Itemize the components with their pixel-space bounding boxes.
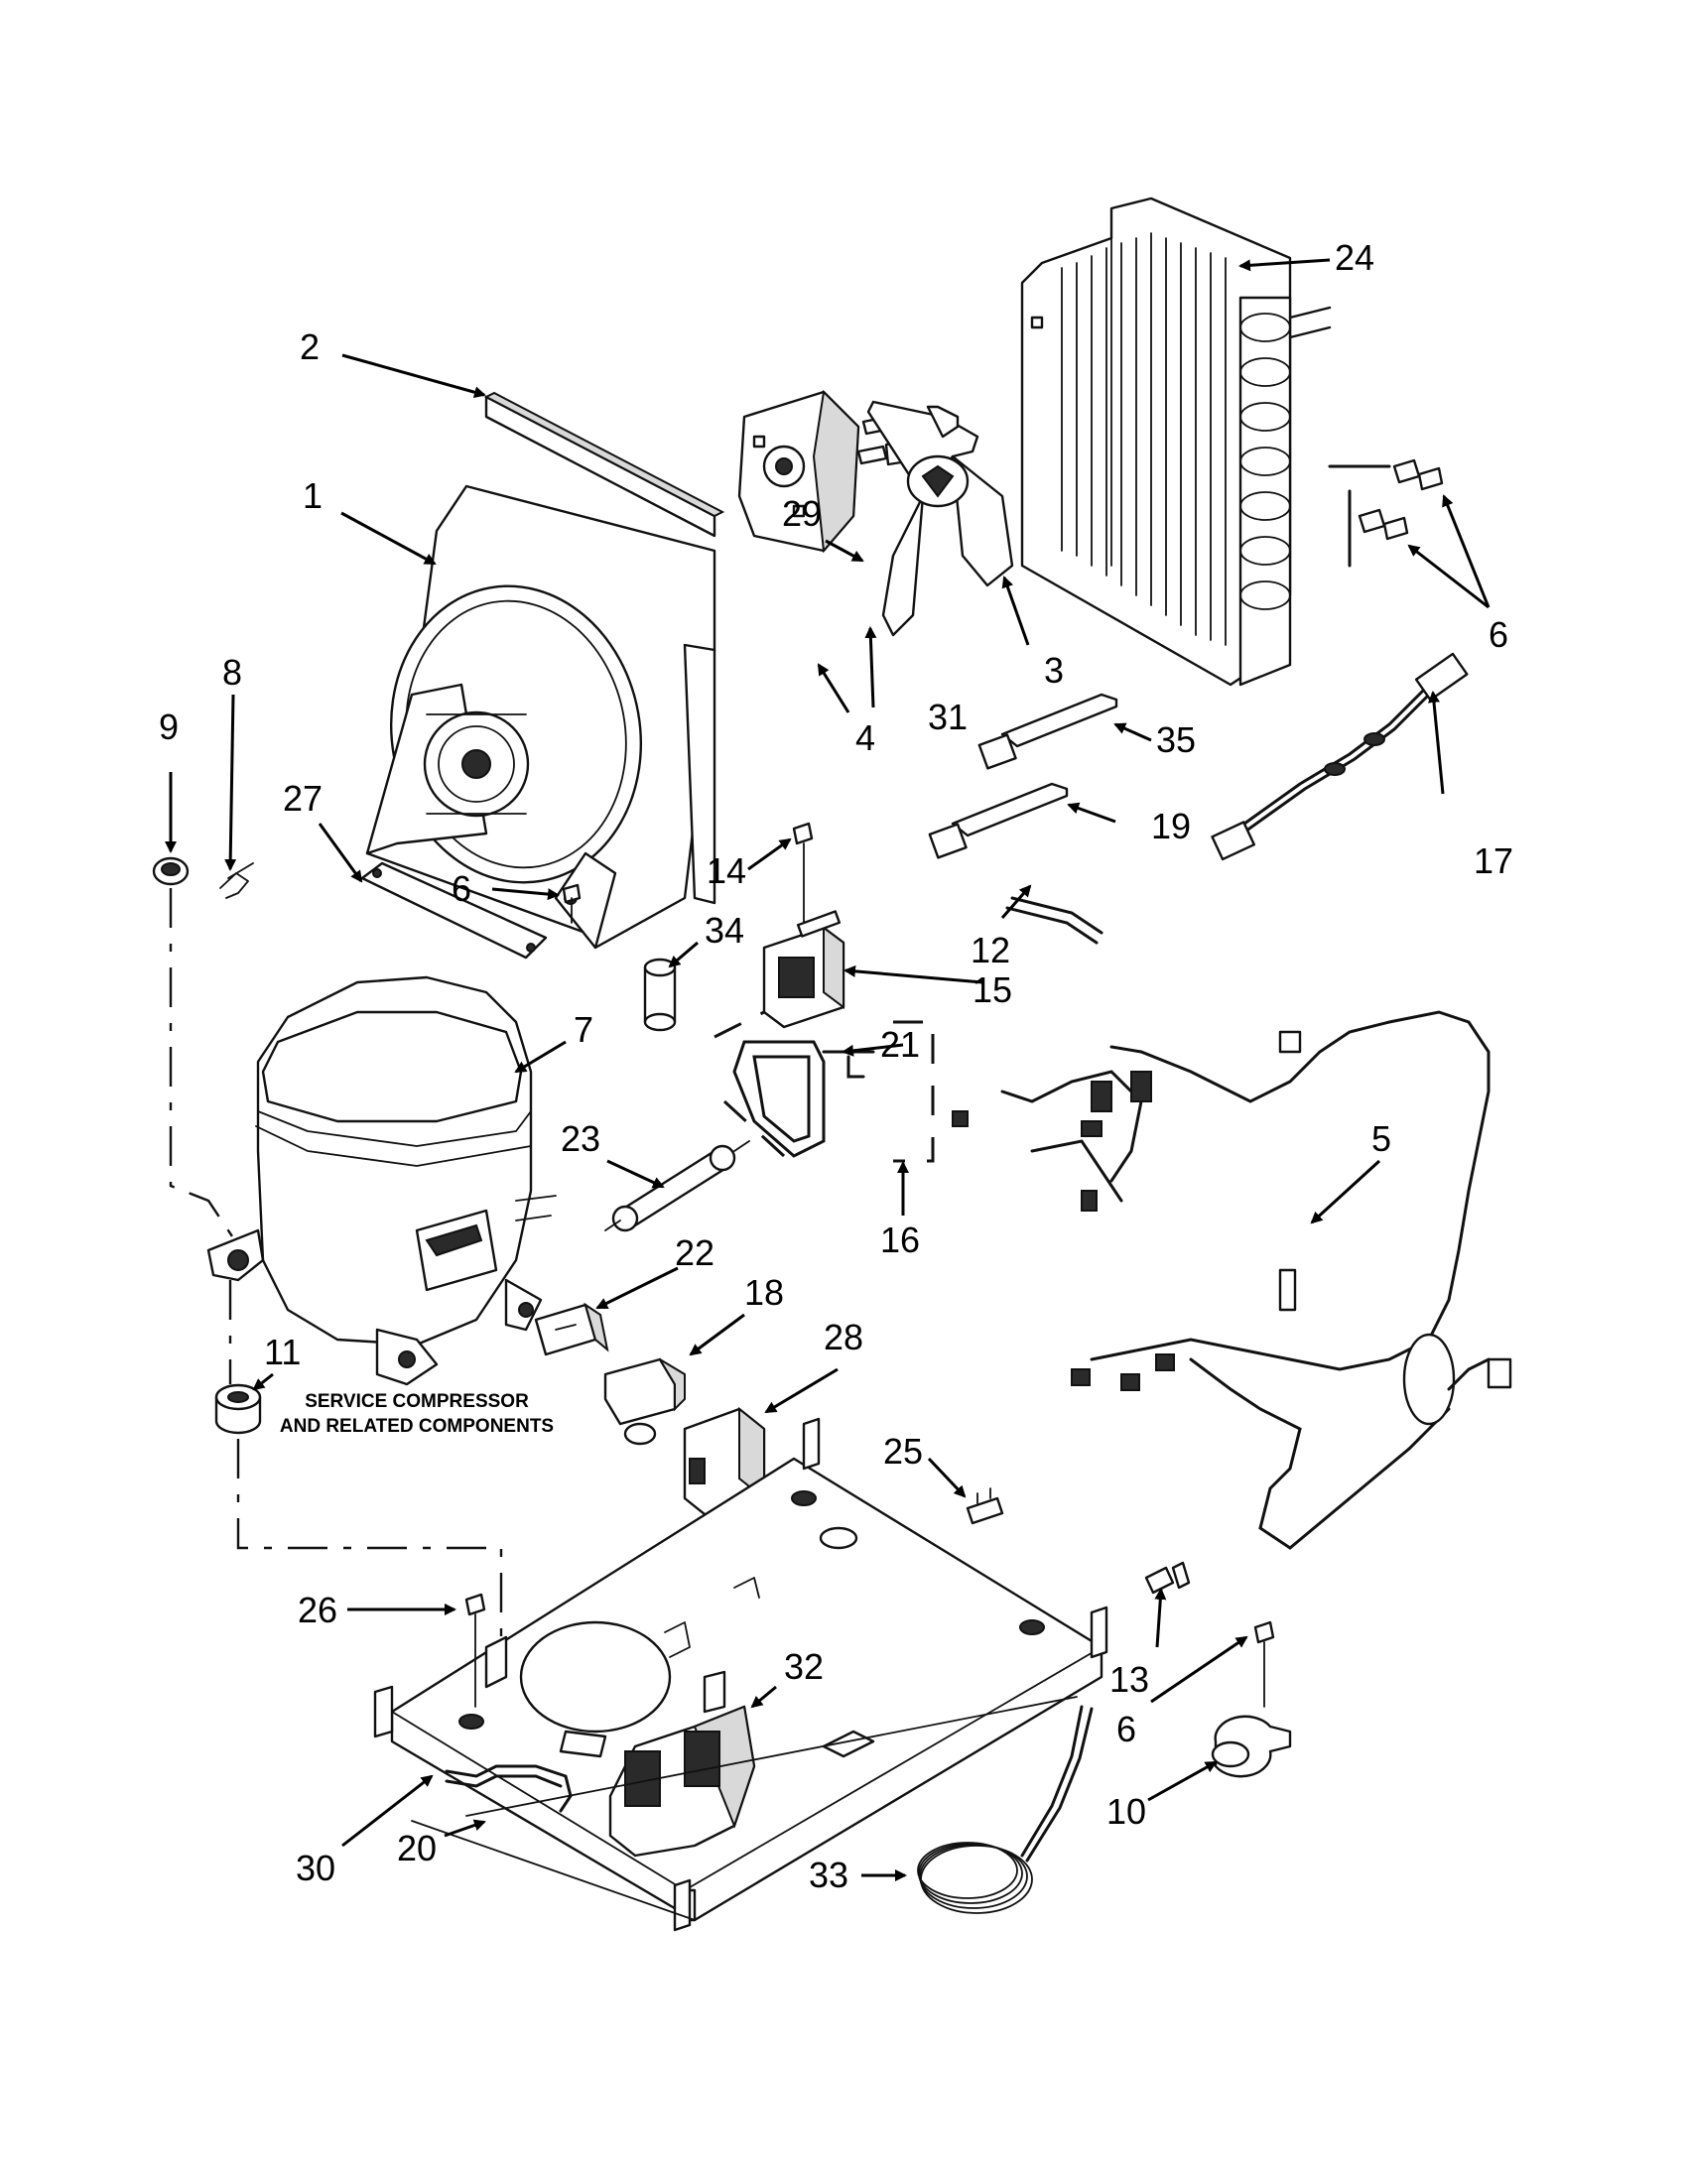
callout-3: 3 bbox=[1044, 650, 1064, 691]
clamp-screw-part bbox=[1253, 1620, 1275, 1708]
callout-29: 29 bbox=[782, 493, 822, 534]
tube-part bbox=[1005, 896, 1103, 945]
condenser-screws-part bbox=[1328, 458, 1444, 568]
compressor-part bbox=[206, 975, 557, 1386]
callout-30: 30 bbox=[296, 1848, 335, 1888]
coil-tubing-part bbox=[917, 1705, 1094, 1914]
callout-18: 18 bbox=[744, 1272, 784, 1313]
callout-12: 12 bbox=[971, 930, 1010, 970]
callout-labels: 1 2 3 4 5 6 6 6 7 8 9 10 11 12 13 14 15 … bbox=[159, 237, 1513, 1895]
callout-11: 11 bbox=[264, 1332, 301, 1372]
grommet-part bbox=[152, 856, 190, 886]
callout-15: 15 bbox=[973, 969, 1012, 1010]
callout-35: 35 bbox=[1156, 719, 1196, 760]
callout-8: 8 bbox=[222, 652, 242, 693]
callout-26: 26 bbox=[298, 1590, 337, 1630]
clip-25-part bbox=[966, 1487, 1004, 1525]
service-note: SERVICE COMPRESSOR AND RELATED COMPONENT… bbox=[280, 1391, 554, 1437]
service-note-line-2: AND RELATED COMPONENTS bbox=[280, 1416, 554, 1437]
callout-6-condenser: 6 bbox=[1489, 614, 1508, 655]
harness-part bbox=[1211, 652, 1469, 861]
grommet-11-part bbox=[214, 1383, 262, 1435]
callout-31: 31 bbox=[928, 697, 968, 737]
callout-21: 21 bbox=[880, 1024, 920, 1065]
wire-harness-part bbox=[952, 1010, 1512, 1550]
solenoid-part bbox=[762, 910, 845, 1029]
callout-28: 28 bbox=[824, 1317, 863, 1357]
callout-10: 10 bbox=[1106, 1791, 1146, 1832]
callout-32: 32 bbox=[784, 1646, 824, 1687]
screw-13-part bbox=[1144, 1561, 1191, 1595]
tie-strap-part bbox=[977, 693, 1118, 770]
callout-4: 4 bbox=[855, 717, 875, 758]
valve-assembly-part bbox=[714, 1010, 935, 1163]
relay-part bbox=[534, 1302, 609, 1356]
fan-shroud-part bbox=[365, 484, 716, 950]
gasket-plate-part bbox=[360, 861, 548, 960]
base-plate-part bbox=[373, 1417, 1108, 1932]
screw-part bbox=[562, 883, 582, 924]
callout-34: 34 bbox=[705, 910, 744, 951]
callout-9: 9 bbox=[159, 707, 179, 747]
callout-27: 27 bbox=[283, 778, 323, 819]
callout-5: 5 bbox=[1371, 1118, 1391, 1159]
callout-19: 19 bbox=[1151, 806, 1191, 846]
clamp-part bbox=[1211, 1715, 1292, 1778]
callout-33: 33 bbox=[809, 1855, 848, 1895]
callout-20: 20 bbox=[397, 1828, 437, 1868]
overload-part bbox=[603, 1357, 686, 1446]
assembly-lines bbox=[169, 888, 1078, 1921]
callout-24: 24 bbox=[1335, 237, 1374, 278]
drier-part bbox=[604, 1140, 750, 1232]
tie-strap-2-part bbox=[928, 782, 1069, 859]
callout-14: 14 bbox=[707, 850, 746, 891]
callout-23: 23 bbox=[561, 1118, 600, 1159]
callout-25: 25 bbox=[883, 1431, 923, 1472]
callout-7: 7 bbox=[574, 1009, 593, 1050]
callout-6-clamp: 6 bbox=[1116, 1709, 1136, 1749]
service-note-line-1: SERVICE COMPRESSOR bbox=[305, 1391, 529, 1412]
fan-blade-part bbox=[866, 400, 1014, 637]
callout-13: 13 bbox=[1109, 1659, 1149, 1700]
callout-1: 1 bbox=[303, 475, 323, 516]
plug-part bbox=[643, 958, 677, 1032]
clip-part bbox=[219, 862, 254, 899]
gasket-strip-part bbox=[483, 391, 725, 538]
callout-17: 17 bbox=[1474, 840, 1513, 881]
callout-16: 16 bbox=[880, 1220, 920, 1260]
leader-lines bbox=[165, 258, 1491, 1881]
screw-26-part bbox=[464, 1593, 486, 1708]
callout-2: 2 bbox=[300, 326, 320, 367]
fan-motor-part bbox=[737, 389, 860, 554]
callout-6-shroud: 6 bbox=[452, 868, 471, 909]
callout-22: 22 bbox=[675, 1232, 714, 1273]
condenser-part bbox=[1020, 196, 1332, 687]
